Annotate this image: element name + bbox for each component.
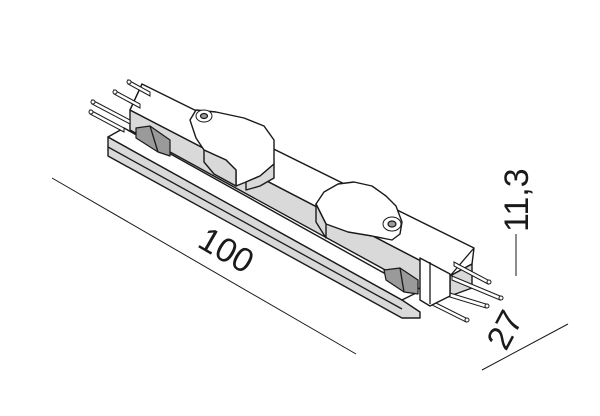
length-dimension-line [51,177,357,355]
height-dimension-label: 11,3 [498,168,536,232]
left-pins [88,79,151,133]
width-dimension-line [481,323,569,371]
left-clip [135,125,171,157]
left-latch [189,109,275,191]
right-pins [429,261,504,323]
right-latch [315,181,403,241]
right-end-block [419,257,451,307]
right-clip [383,267,419,295]
